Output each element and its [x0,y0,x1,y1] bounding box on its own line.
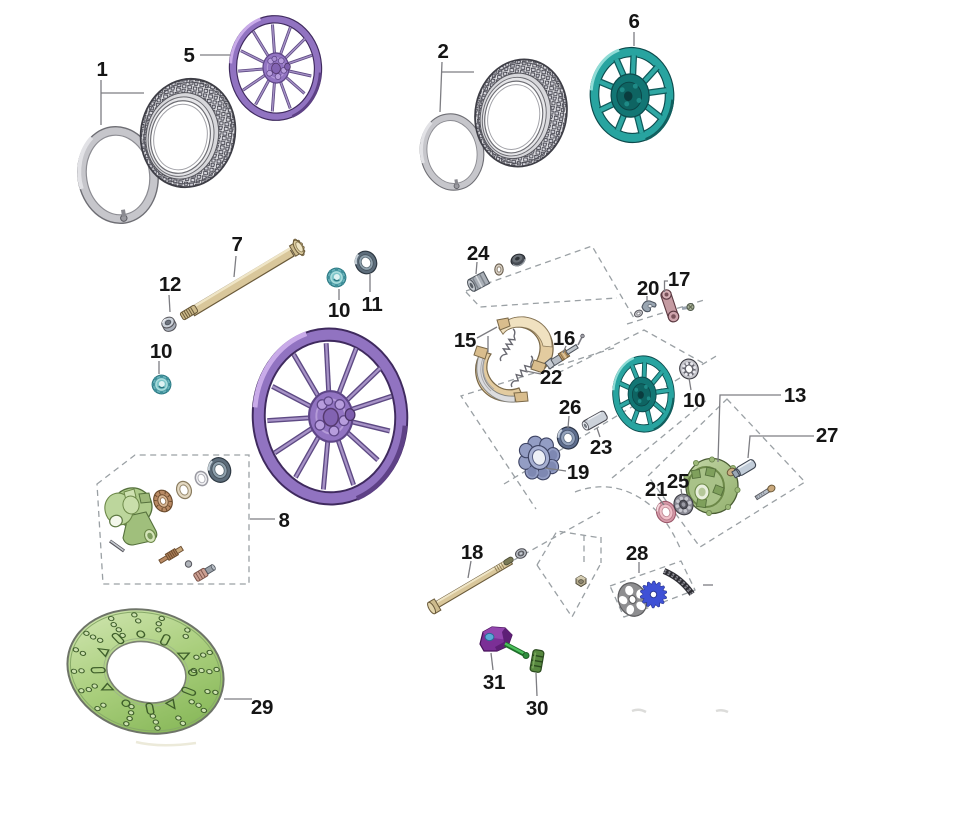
svg-text:12: 12 [159,273,181,296]
svg-text:15: 15 [454,329,476,352]
svg-text:25: 25 [667,470,689,493]
svg-text:13: 13 [784,384,806,407]
svg-text:8: 8 [278,509,289,532]
svg-text:26: 26 [559,396,581,419]
svg-text:10: 10 [683,389,705,412]
svg-text:22: 22 [540,366,562,389]
svg-text:28: 28 [626,542,648,565]
svg-text:11: 11 [361,293,382,316]
svg-text:31: 31 [483,671,505,694]
svg-text:17: 17 [668,268,690,291]
svg-text:30: 30 [526,697,548,720]
svg-text:6: 6 [628,10,639,33]
svg-text:5: 5 [183,44,194,67]
svg-text:16: 16 [553,327,575,350]
svg-text:23: 23 [590,436,612,459]
svg-text:24: 24 [467,242,490,265]
svg-text:10: 10 [150,340,172,363]
svg-text:20: 20 [637,277,659,300]
svg-text:7: 7 [231,233,242,256]
svg-text:21: 21 [645,478,667,501]
svg-text:19: 19 [567,461,589,484]
svg-text:29: 29 [251,696,273,719]
svg-text:18: 18 [461,541,483,564]
svg-text:27: 27 [816,424,838,447]
svg-text:10: 10 [328,299,350,322]
svg-text:1: 1 [96,58,107,81]
svg-text:2: 2 [437,40,448,63]
